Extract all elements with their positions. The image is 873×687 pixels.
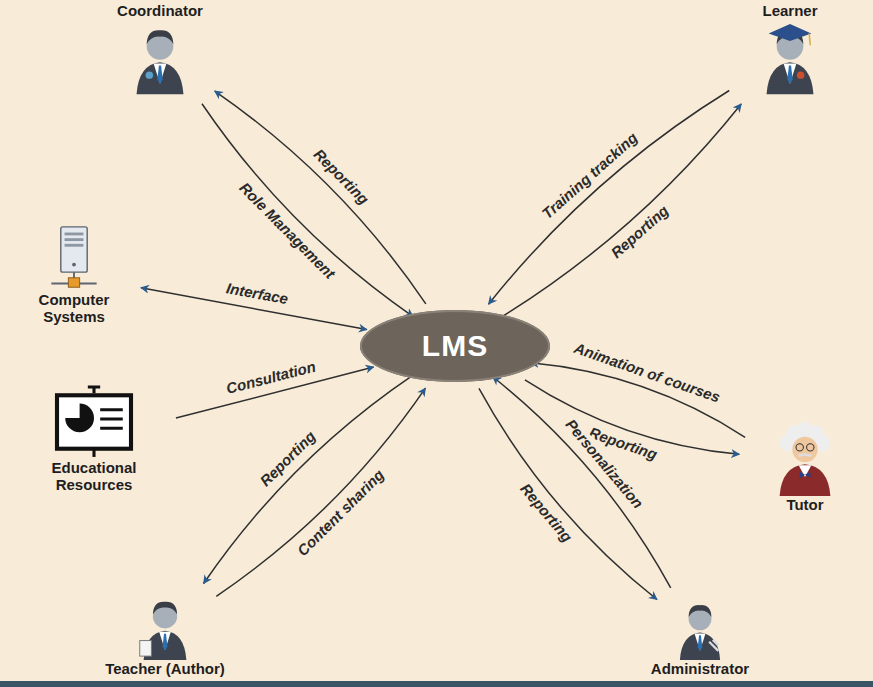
connector-arrow bbox=[204, 375, 413, 583]
connector-arrow bbox=[216, 388, 425, 596]
node-label: Tutor bbox=[786, 496, 823, 513]
computer-icon bbox=[44, 225, 104, 291]
administrator-actor: Administrator bbox=[620, 596, 780, 677]
connector-arrow bbox=[479, 388, 657, 599]
connector-arrow bbox=[489, 91, 730, 305]
edge-label: Role Management bbox=[234, 178, 339, 284]
edge-label: Reporting bbox=[515, 479, 576, 547]
educational-resources: Educational Resources bbox=[15, 385, 173, 494]
coordinator-actor: Coordinator bbox=[95, 2, 225, 95]
board-icon bbox=[50, 385, 138, 459]
lms-ellipse: LMS bbox=[360, 310, 550, 382]
node-label: Learner bbox=[762, 2, 817, 19]
edge-label: Content sharing bbox=[293, 465, 389, 561]
node-label: Administrator bbox=[651, 660, 749, 677]
edge-label: Consultation bbox=[223, 358, 320, 398]
node-label: Coordinator bbox=[117, 2, 203, 19]
teacher-actor: Teacher (Author) bbox=[80, 592, 250, 677]
connector-arrow bbox=[202, 104, 413, 317]
connector-arrow bbox=[493, 377, 671, 588]
learner-icon bbox=[758, 19, 822, 95]
node-label: Computer Systems bbox=[10, 291, 138, 326]
bottom-band bbox=[0, 681, 873, 687]
edge-label: Training tracking bbox=[537, 128, 642, 224]
node-label: LMS bbox=[422, 329, 488, 364]
connector-arrow bbox=[215, 91, 426, 304]
edge-label: Reporting bbox=[255, 427, 320, 491]
coord-icon bbox=[128, 19, 192, 95]
teacher-icon bbox=[135, 592, 195, 660]
tutor-actor: Tutor bbox=[745, 422, 865, 513]
computer-systems: Computer Systems bbox=[10, 225, 138, 326]
tutor-icon bbox=[773, 422, 837, 496]
node-label: Educational Resources bbox=[15, 459, 173, 494]
edge-label: Reporting bbox=[607, 201, 674, 263]
connector-arrow bbox=[501, 104, 742, 318]
edge-label: Animation of courses bbox=[570, 339, 724, 406]
edge-label: Reporting bbox=[309, 145, 373, 210]
learner-actor: Learner bbox=[715, 2, 865, 95]
node-label: Teacher (Author) bbox=[105, 660, 225, 677]
edge-label: Interface bbox=[222, 280, 290, 308]
admin-icon bbox=[671, 596, 729, 660]
